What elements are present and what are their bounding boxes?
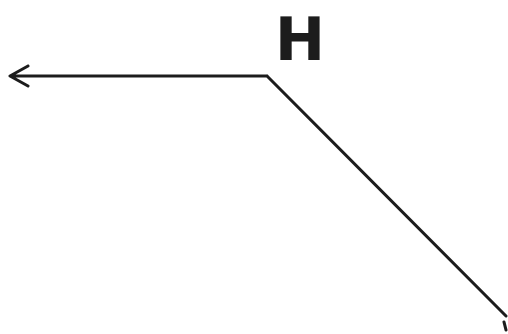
edge-mark — [502, 320, 508, 332]
left-arrowhead-icon — [8, 64, 30, 88]
vertex-label: H — [275, 5, 325, 75]
diagonal-segment — [265, 74, 508, 318]
